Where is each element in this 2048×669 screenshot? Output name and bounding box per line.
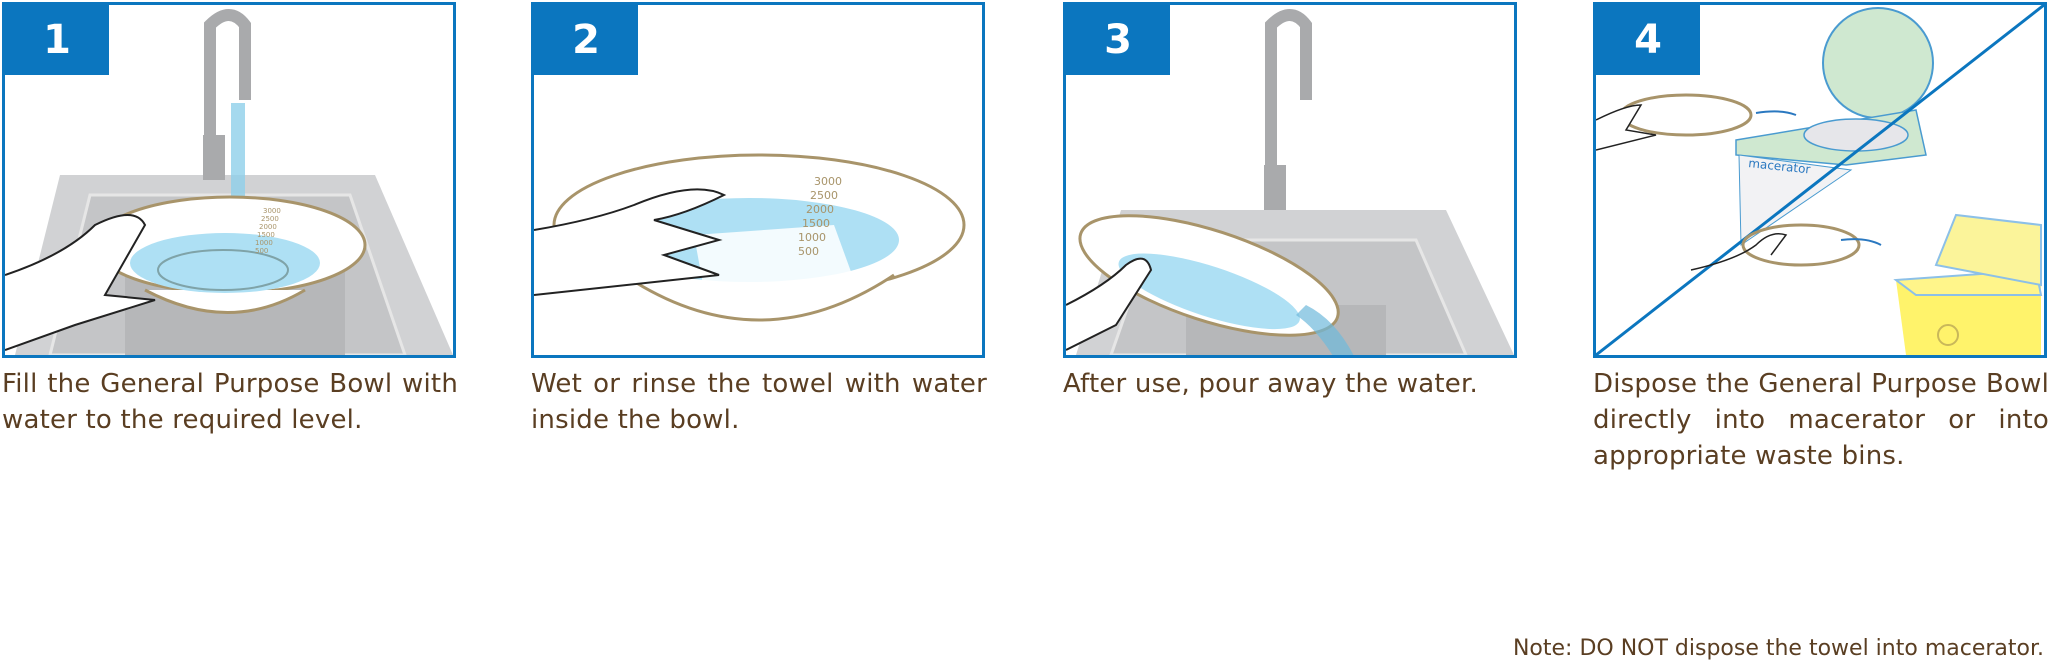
step-3-illustration: 3 (1063, 2, 1517, 358)
svg-text:500: 500 (798, 245, 819, 258)
svg-text:1500: 1500 (802, 217, 830, 230)
step-number: 2 (534, 5, 638, 75)
svg-text:1000: 1000 (798, 231, 826, 244)
svg-text:3000: 3000 (814, 175, 842, 188)
step-4-illustration: 4 macerator (1593, 2, 2047, 358)
svg-text:2000: 2000 (259, 223, 277, 231)
step-caption: Wet or rinse the towel with water inside… (531, 369, 987, 435)
pour-water-illustration (1066, 9, 1514, 355)
step-number: 1 (5, 5, 109, 75)
step-number: 4 (1596, 5, 1700, 75)
divider-line (1596, 5, 2044, 355)
svg-text:500: 500 (255, 247, 268, 255)
biohazard-icon (1937, 324, 1959, 346)
volume-scale: 3000 2500 2000 1500 1000 500 (255, 207, 281, 255)
step-caption: Fill the General Purpose Bowl with water… (2, 369, 458, 435)
volume-scale: 3000 2500 2000 1500 1000 500 (798, 175, 842, 258)
dispose-bowl-illustration: macerator (1596, 5, 2044, 355)
svg-text:2000: 2000 (806, 203, 834, 216)
step-1-illustration: 1 3000 2500 2000 1500 1000 500 (2, 2, 456, 358)
svg-text:1000: 1000 (255, 239, 273, 247)
svg-text:3000: 3000 (263, 207, 281, 215)
step-caption: Dispose the General Purpose Bowl directl… (1593, 369, 2048, 471)
svg-text:1500: 1500 (257, 231, 275, 239)
svg-text:2500: 2500 (261, 215, 279, 223)
macerator-label: macerator (1748, 156, 1811, 176)
fill-bowl-illustration: 3000 2500 2000 1500 1000 500 (5, 9, 453, 355)
step-2-illustration: 2 3000 2500 2000 1500 1000 500 (531, 2, 985, 358)
rinse-towel-illustration: 3000 2500 2000 1500 1000 500 (534, 153, 966, 322)
step-caption: After use, pour away the water. (1063, 369, 1478, 399)
disposal-note: Note: DO NOT dispose the towel into mace… (1512, 636, 2044, 661)
step-number: 3 (1066, 5, 1170, 75)
svg-text:2500: 2500 (810, 189, 838, 202)
